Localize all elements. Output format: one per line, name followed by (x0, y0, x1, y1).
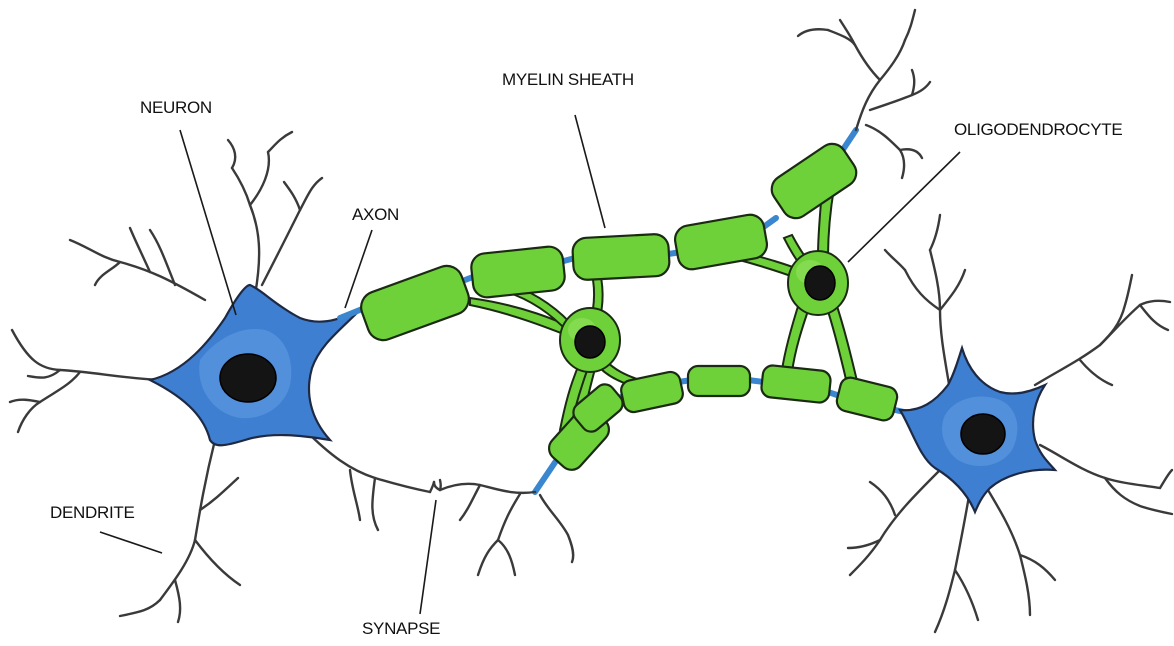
dendrite-branch (498, 540, 515, 575)
label-synapse: SYNAPSE (362, 619, 440, 638)
dendrite-branch (10, 400, 40, 402)
oligodendrocyte-right (788, 251, 848, 315)
dendrite-branch (12, 330, 160, 380)
dendrite-branch (870, 482, 895, 515)
myelin-sheath-leader (575, 115, 605, 228)
myelin-segment (688, 366, 750, 396)
dendrite-branch (95, 262, 120, 285)
dendrite-branch (850, 470, 940, 575)
left-neuron-nucleus (220, 354, 276, 402)
dendrite-branch (905, 10, 915, 40)
label-oligodendrocyte: OLIGODENDROCYTE (954, 120, 1122, 139)
synapse-presynaptic-end (430, 482, 434, 492)
label-neuron: NEURON (140, 98, 212, 117)
dendrite-branch (268, 132, 292, 152)
dendrite-branch (1080, 360, 1112, 385)
dendrite-branch (440, 484, 535, 493)
dendrite-branch (175, 580, 180, 622)
dendrite-branch (1140, 301, 1170, 305)
synapse-postsynaptic-end (440, 480, 441, 490)
oligo-process (826, 300, 858, 388)
dendrite-branch (372, 478, 378, 530)
dendrite-branch (930, 250, 950, 390)
dendrite-branch (828, 30, 880, 80)
myelin-segment (766, 138, 861, 223)
dendrite-branch (460, 485, 480, 520)
dendrite-branch (955, 570, 978, 620)
myelin-segment (835, 375, 900, 422)
dendrite-branch (930, 215, 940, 250)
myelin-segment (572, 234, 670, 281)
dendrite-branch (28, 370, 60, 378)
oligo-nucleus (575, 326, 605, 358)
dendrite-branch (540, 495, 573, 562)
myelin-segment (761, 365, 832, 404)
dendrite-branch (478, 540, 498, 575)
oligo-nucleus (805, 266, 835, 300)
axon-terminal-branches (434, 482, 573, 575)
dendrite-branch (1160, 470, 1172, 488)
dendrite-branch (885, 250, 905, 270)
dendrite-branch (935, 490, 970, 632)
dendrite-branch (840, 20, 855, 45)
dendrite-branch (905, 270, 940, 310)
dendrite-branch (870, 82, 930, 110)
dendrite-branch (70, 240, 205, 300)
label-myelin-sheath: MYELIN SHEATH (502, 70, 634, 89)
dendrite-branch (912, 70, 914, 95)
myelin-segment (357, 261, 474, 344)
label-axon: AXON (352, 205, 399, 224)
dendrite-branch (1040, 445, 1160, 488)
dendrite-branch (856, 40, 905, 130)
dendrite-branch (1035, 305, 1140, 385)
dendrite-branch (350, 470, 360, 520)
label-dendrite: DENDRITE (50, 503, 135, 522)
myelin-segment (470, 245, 566, 298)
dendrite-branch (250, 152, 269, 205)
dendrite-branch (985, 485, 1030, 615)
dendrite-branch (498, 494, 520, 540)
dendrite-branch (160, 440, 215, 600)
dendrite-leader (100, 532, 162, 553)
dendrite-branch (866, 125, 904, 178)
dendrite-branch (284, 182, 300, 210)
dendrite-branch (798, 29, 828, 36)
synapse-leader (420, 500, 436, 614)
dendrite-branch (232, 168, 259, 295)
left-neuron (150, 285, 360, 445)
right-neuron-nucleus (961, 414, 1005, 454)
dendrite-branch (228, 140, 235, 168)
dendrite-branch (195, 540, 240, 585)
dendrite-branch (1140, 305, 1168, 330)
dendrite-branch (120, 600, 160, 616)
oligodendrocyte-central (560, 308, 620, 372)
dendrite-branch (18, 372, 80, 432)
dendrite-branch (940, 270, 965, 310)
dendrite-branch (1100, 275, 1132, 345)
neuron-leader (180, 130, 236, 315)
